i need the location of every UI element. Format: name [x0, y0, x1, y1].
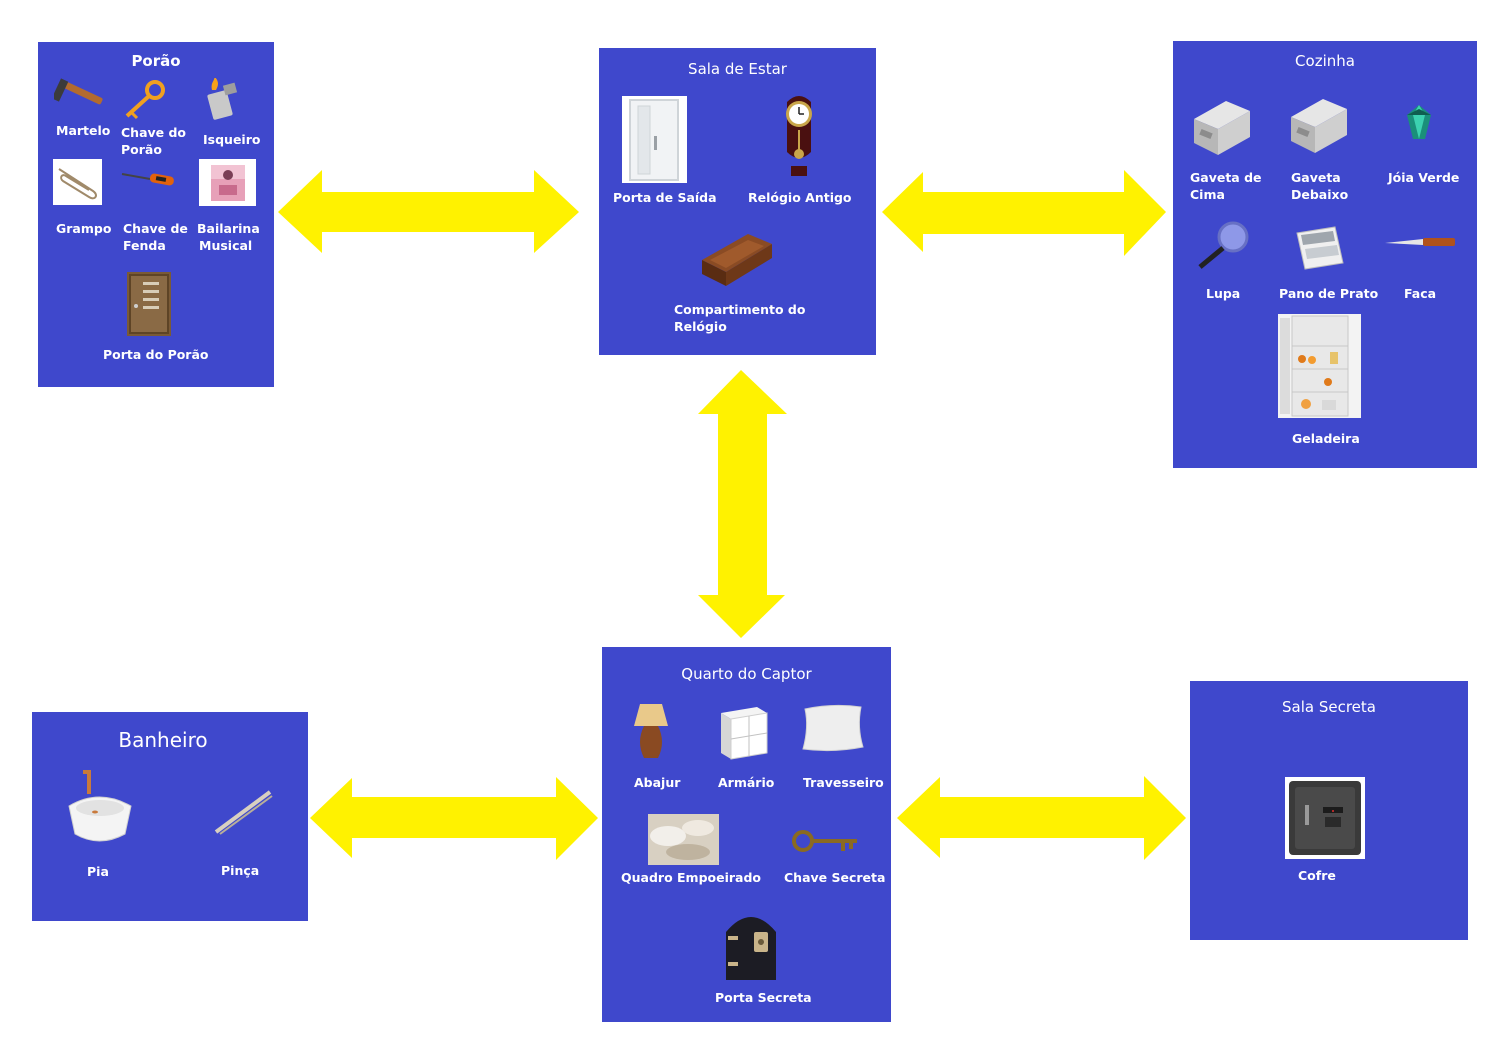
- item-label: Pia: [87, 864, 109, 879]
- lamp-icon: [634, 704, 668, 758]
- secret-key-icon: [792, 830, 857, 852]
- item-label: Faca: [1404, 286, 1437, 301]
- item-label: Cima: [1190, 187, 1225, 202]
- hammer-icon: [54, 78, 103, 105]
- knife-icon: [1385, 238, 1455, 246]
- paperclip-icon: [58, 168, 97, 200]
- item-label: Porão: [121, 142, 162, 157]
- painting-icon: [648, 814, 719, 865]
- arrow-sala-estar-cozinha: [882, 170, 1166, 256]
- music-box-icon: [211, 165, 245, 201]
- key-icon: [125, 80, 165, 120]
- item-label: Cofre: [1298, 868, 1336, 883]
- room-cozinha: Cozinha Gaveta de Cima Gaveta Debaixo Jó…: [1173, 41, 1477, 468]
- secret-door-icon: [726, 917, 776, 980]
- safe-icon: [1289, 781, 1361, 855]
- dusty-painting-image: [648, 814, 719, 865]
- item-label: Quadro Empoeirado: [621, 870, 762, 885]
- item-label: Chave do: [121, 125, 187, 140]
- pillow-icon: [802, 704, 864, 752]
- item-label: Grampo: [56, 221, 112, 236]
- item-label: Pano de Prato: [1279, 286, 1379, 301]
- room-title: Sala de Estar: [688, 60, 787, 78]
- item-label: Gaveta: [1291, 170, 1341, 185]
- music-box-image: [199, 159, 256, 206]
- item-label: Chave de: [123, 221, 188, 236]
- item-label: Geladeira: [1292, 431, 1360, 446]
- room-sala-secreta: Sala Secreta Cofre: [1190, 681, 1468, 940]
- door-icon: [629, 99, 679, 181]
- room-title: Quarto do Captor: [681, 665, 812, 683]
- item-label: Lupa: [1206, 286, 1241, 301]
- item-label: Armário: [718, 775, 775, 790]
- exit-door-image: [622, 96, 687, 183]
- room-banheiro: Banheiro Pia Pinça: [32, 712, 308, 921]
- item-label: Musical: [199, 238, 253, 253]
- room-title: Banheiro: [118, 728, 208, 752]
- item-label: Travesseiro: [803, 775, 884, 790]
- drawer-icon: [1291, 99, 1347, 153]
- safe-image: [1285, 777, 1365, 859]
- item-label: Isqueiro: [203, 132, 261, 147]
- basement-door-image: [127, 272, 171, 336]
- screwdriver-icon: [121, 173, 174, 186]
- tweezers-icon: [214, 790, 273, 835]
- sink-icon: [68, 770, 132, 842]
- room-sala-de-estar: Sala de Estar Porta de Saída Relógio Ant…: [599, 48, 876, 355]
- arrow-quarto-sala-secreta: [897, 776, 1186, 860]
- room-quarto-do-captor: Quarto do Captor Abajur Armário Travesse…: [602, 647, 891, 1022]
- item-label: Pinça: [221, 863, 260, 878]
- item-label: Relógio Antigo: [748, 190, 852, 205]
- drawer-icon: [1194, 101, 1250, 155]
- item-label: Porta do Porão: [103, 347, 209, 362]
- clock-icon: [786, 96, 812, 176]
- arrow-porao-sala-estar: [278, 170, 579, 253]
- item-label: Compartimento do: [674, 302, 806, 317]
- item-label: Jóia Verde: [1388, 170, 1460, 185]
- fridge-image: [1278, 314, 1361, 418]
- cabinet-icon: [721, 707, 768, 760]
- item-label: Porta de Saída: [613, 190, 717, 205]
- magnifier-icon: [1198, 221, 1249, 269]
- dish-towel-icon: [1296, 226, 1344, 270]
- item-label: Relógio: [674, 319, 727, 334]
- item-label: Fenda: [123, 238, 166, 253]
- item-label: Chave Secreta: [784, 870, 886, 885]
- room-title: Sala Secreta: [1282, 698, 1376, 716]
- item-label: Abajur: [634, 775, 681, 790]
- room-title: Porão: [131, 52, 181, 70]
- item-label: Debaixo: [1291, 187, 1349, 202]
- arrow-sala-estar-quarto: [698, 370, 787, 638]
- fridge-icon: [1280, 315, 1349, 417]
- item-label: Porta Secreta: [715, 990, 812, 1005]
- door-icon: [129, 274, 169, 334]
- room-title: Cozinha: [1295, 52, 1355, 70]
- room-porao: Porão Martelo Chave do Porão Isqueiro Gr…: [38, 42, 274, 387]
- item-label: Gaveta de: [1190, 170, 1262, 185]
- arrow-banheiro-quarto: [310, 777, 598, 860]
- paperclip-image: [53, 159, 102, 205]
- wooden-box-icon: [702, 234, 772, 286]
- lighter-icon: [207, 78, 238, 120]
- green-gem-icon: [1407, 105, 1431, 139]
- item-label: Martelo: [56, 123, 111, 138]
- item-label: Bailarina: [197, 221, 260, 236]
